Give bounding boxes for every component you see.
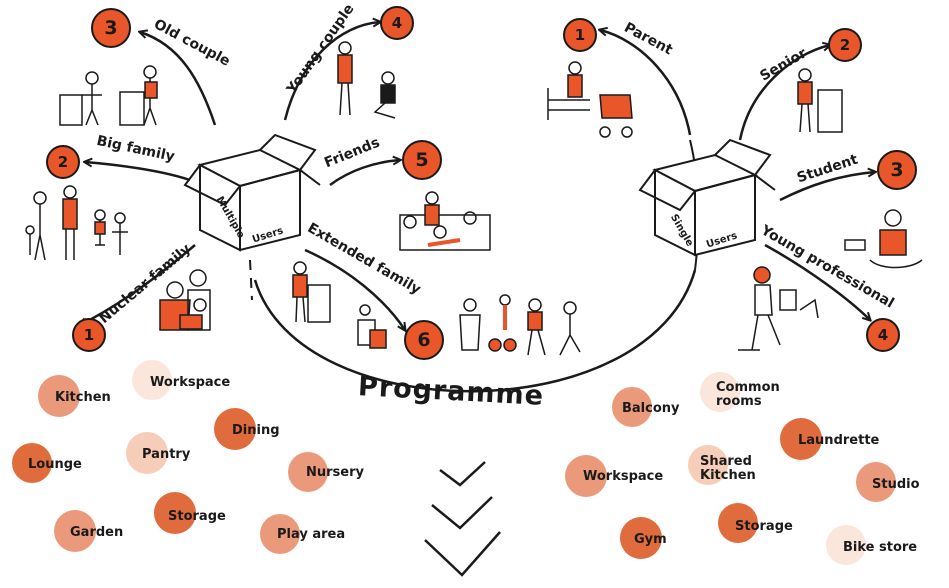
number-badge-parent: 1	[563, 18, 597, 52]
space-dot	[54, 510, 96, 552]
student-illustration	[844, 209, 923, 269]
space-label-shared-kitchen: Shared Kitchen	[700, 454, 756, 483]
chevron-icon	[439, 461, 486, 487]
arrow-senior	[738, 45, 830, 141]
arrow-student	[779, 172, 875, 202]
space-label-nursery: Nursery	[306, 465, 364, 480]
space-dot	[260, 514, 300, 554]
chevron-icon	[424, 531, 501, 577]
space-dot	[688, 445, 728, 485]
space-label-common-rooms: Common rooms	[716, 380, 780, 409]
space-label-kitchen: Kitchen	[55, 390, 111, 405]
arrow-friends	[329, 160, 400, 187]
arrow-extended-family	[304, 248, 405, 330]
space-dot	[154, 492, 196, 534]
number-badge-young-couple: 4	[380, 6, 414, 40]
space-label-garden: Garden	[70, 525, 124, 540]
space-label-storage: Storage	[168, 509, 226, 524]
chevron-icon	[431, 496, 493, 530]
space-label-studio: Studio	[872, 477, 920, 492]
number-badge-friends: 5	[402, 140, 442, 180]
old-couple-illustration	[59, 65, 158, 126]
space-label-laundrette: Laundrette	[798, 433, 880, 448]
space-label-play-area: Play area	[277, 527, 346, 542]
parent-illustration	[547, 61, 633, 138]
space-label-dining: Dining	[232, 423, 280, 438]
number-badge-senior: 2	[828, 28, 862, 62]
space-dot	[612, 387, 652, 427]
programme-arc-left	[249, 259, 253, 301]
space-label-pantry: Pantry	[142, 447, 191, 462]
space-dot	[620, 517, 662, 559]
senior-illustration	[797, 68, 843, 133]
space-label-workspace: Workspace	[150, 375, 231, 390]
number-badge-student: 3	[877, 150, 917, 190]
programme-arc	[253, 269, 697, 393]
nuclear-family-illustration	[159, 269, 211, 331]
space-label-workspace-single: Workspace	[583, 469, 664, 484]
young-professional-illustration	[738, 266, 819, 351]
arrow-nuclear-family	[80, 244, 196, 325]
space-label-gym: Gym	[634, 532, 667, 547]
space-dot	[565, 455, 607, 497]
number-badge-young-professional: 4	[866, 318, 900, 352]
number-badge-big-family: 2	[46, 145, 80, 179]
single-users-box	[638, 138, 776, 257]
number-badge-extended-family: 6	[404, 320, 444, 360]
extended-family-illustration	[292, 261, 581, 356]
space-dot	[126, 432, 168, 474]
number-badge-nuclear-family: 1	[72, 318, 106, 352]
space-label-lounge: Lounge	[28, 457, 82, 472]
space-label-storage-single: Storage	[735, 519, 793, 534]
space-dot	[12, 443, 52, 483]
arrow-parent	[600, 30, 692, 136]
space-dot	[132, 360, 172, 400]
number-badge-old-couple: 3	[91, 8, 131, 48]
arrow-young-couple	[283, 22, 380, 121]
arrow-young-professional	[764, 243, 870, 320]
space-dot	[718, 503, 758, 543]
space-dot	[856, 462, 896, 502]
space-dot	[826, 525, 866, 565]
space-dot	[780, 418, 822, 460]
friends-illustration	[399, 191, 491, 251]
space-dot	[214, 408, 256, 450]
space-dot	[700, 372, 740, 412]
arrow-old-couple	[140, 32, 217, 126]
arrow-big-family	[85, 162, 191, 182]
multiple-users-box	[183, 133, 321, 252]
space-label-bike-store: Bike store	[843, 540, 918, 555]
space-dot	[288, 452, 328, 492]
big-family-illustration	[25, 185, 128, 261]
space-label-balcony: Balcony	[622, 401, 680, 416]
space-dot	[38, 375, 80, 417]
young-couple-illustration	[337, 41, 396, 119]
